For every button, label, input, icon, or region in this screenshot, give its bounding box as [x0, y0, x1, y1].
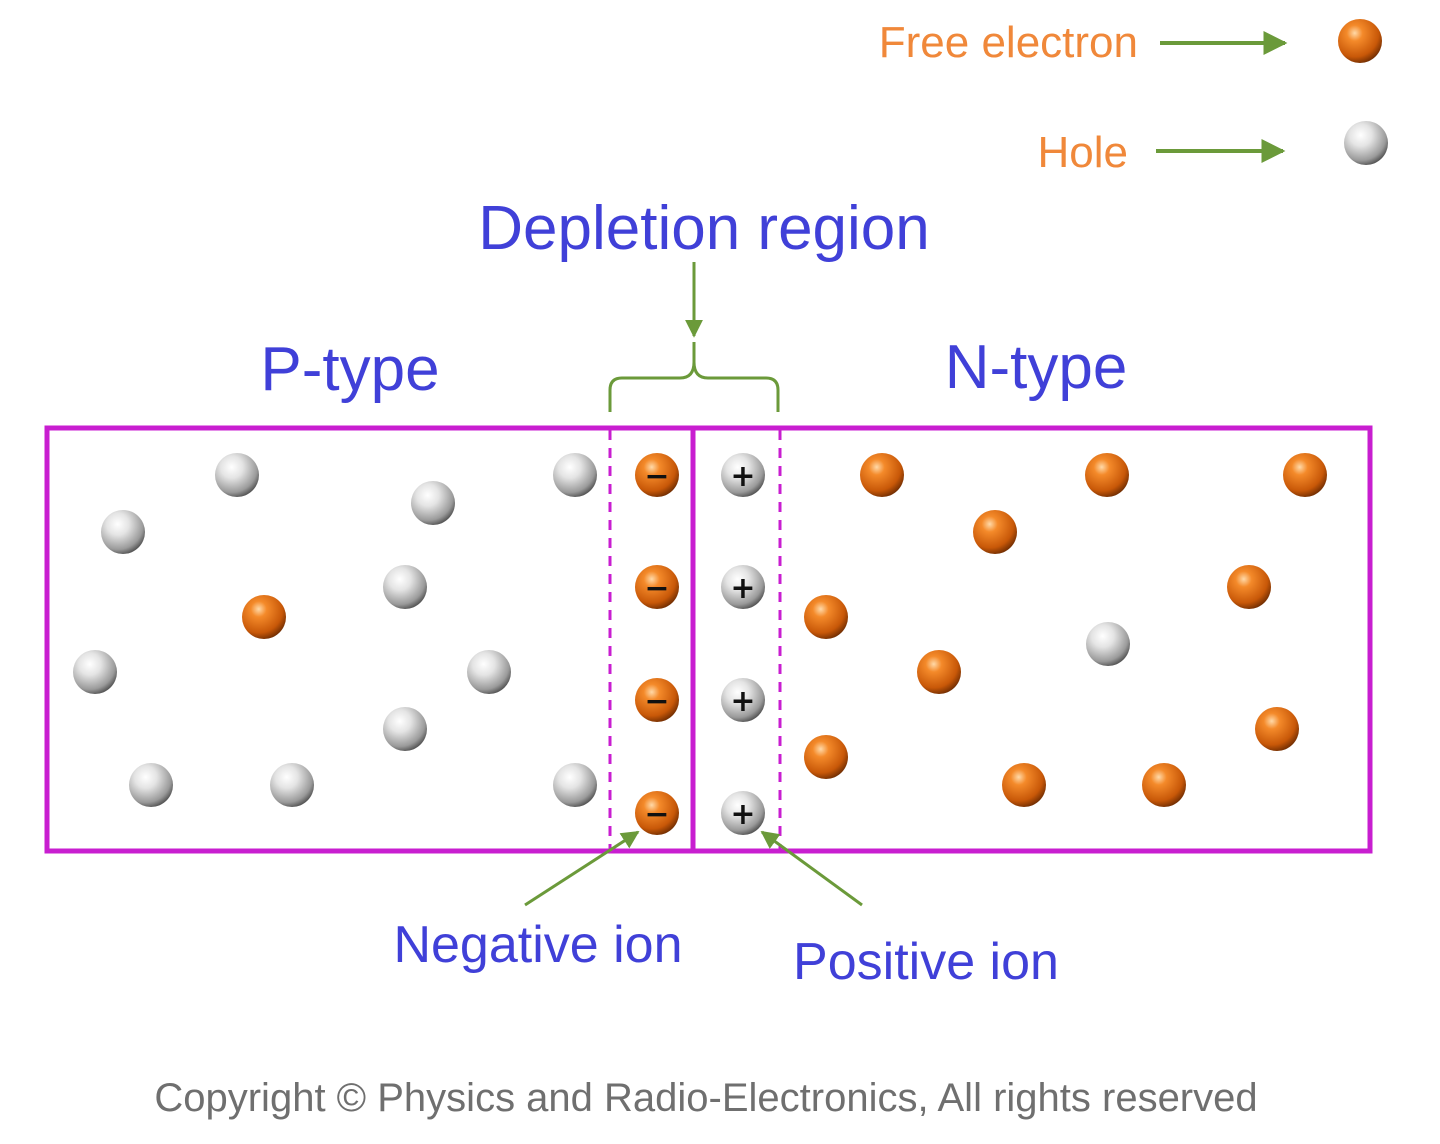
- depletion-region-label: Depletion region: [478, 194, 930, 263]
- p-type-holes: [73, 453, 597, 807]
- negative-ion-label: Negative ion: [393, 916, 682, 974]
- free-electron: [1283, 453, 1327, 497]
- free-electron: [860, 453, 904, 497]
- negative-sign: −: [644, 684, 669, 719]
- depletion-bracket: [608, 342, 780, 412]
- positive-ion-label: Positive ion: [793, 933, 1059, 991]
- positive-ion: +: [721, 678, 765, 722]
- positive-ion: +: [721, 791, 765, 835]
- positive-sign: +: [730, 459, 755, 494]
- hole: [270, 763, 314, 807]
- positive-sign: +: [730, 571, 755, 606]
- n-type-label: N-type: [945, 333, 1128, 402]
- free-electron: [973, 510, 1017, 554]
- positive-ion: +: [721, 565, 765, 609]
- hole: [411, 481, 455, 525]
- hole: [467, 650, 511, 694]
- p-type-label: P-type: [260, 335, 439, 404]
- hole: [73, 650, 117, 694]
- negative-ion: −: [635, 678, 679, 722]
- positive-sign: +: [730, 797, 755, 832]
- positive-ion-arrow: [760, 830, 863, 907]
- free-electron: [1085, 453, 1129, 497]
- free-electron: [804, 595, 848, 639]
- hole: [101, 510, 145, 554]
- hole: [553, 453, 597, 497]
- minority-hole: [1086, 622, 1130, 666]
- negative-ions: − − − −: [635, 453, 679, 835]
- free-electron: [1142, 763, 1186, 807]
- free-electron: [917, 650, 961, 694]
- negative-ion: −: [635, 791, 679, 835]
- negative-sign: −: [644, 571, 669, 606]
- legend-hole-icon: [1344, 121, 1388, 165]
- hole: [129, 763, 173, 807]
- legend-free-electron-label: Free electron: [879, 18, 1138, 67]
- positive-ion: +: [721, 453, 765, 497]
- negative-sign: −: [644, 797, 669, 832]
- positive-sign: +: [730, 684, 755, 719]
- negative-ion: −: [635, 453, 679, 497]
- free-electron: [804, 735, 848, 779]
- negative-sign: −: [644, 459, 669, 494]
- free-electron: [1255, 707, 1299, 751]
- n-type-electrons: [804, 453, 1327, 807]
- negative-ion: −: [635, 565, 679, 609]
- legend-hole-label: Hole: [1038, 128, 1129, 177]
- legend-electron-icon: [1338, 19, 1382, 63]
- free-electron: [1002, 763, 1046, 807]
- free-electron: [1227, 565, 1271, 609]
- negative-ion-arrow: [524, 830, 640, 907]
- minority-free-electron: [242, 595, 286, 639]
- positive-ions: + + + +: [721, 453, 765, 835]
- hole: [383, 565, 427, 609]
- hole: [553, 763, 597, 807]
- copyright-text: Copyright © Physics and Radio-Electronic…: [154, 1076, 1257, 1120]
- hole: [383, 707, 427, 751]
- hole: [215, 453, 259, 497]
- semiconductor-box: [44, 425, 1373, 854]
